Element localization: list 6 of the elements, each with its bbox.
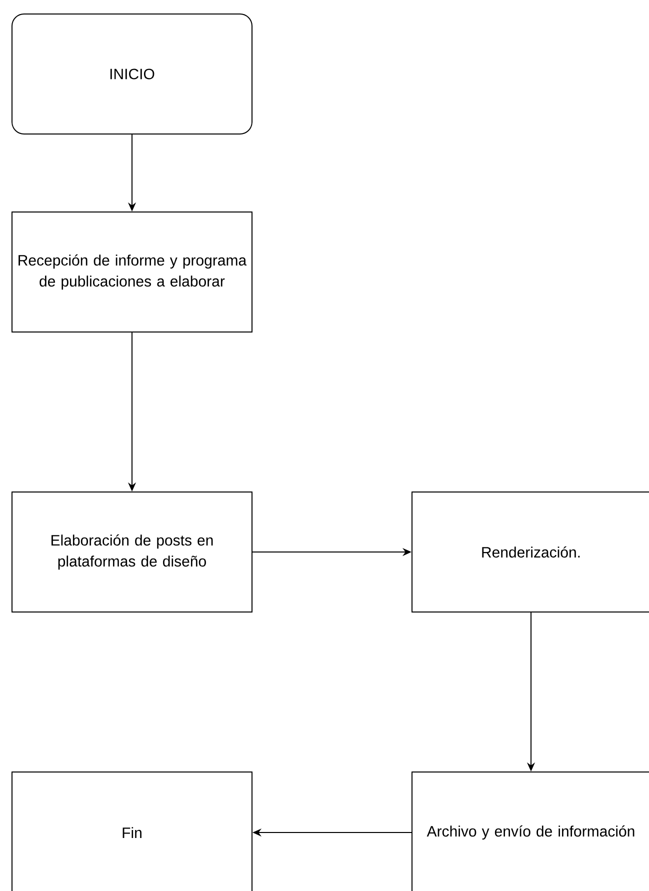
process-box: Renderización. [412, 492, 649, 612]
process-box: Fin [12, 772, 252, 891]
process-box: Archivo y envío de información [412, 772, 649, 891]
process-box: Elaboración de posts en plataformas de diseño [12, 492, 252, 612]
process-box: Recepción de informe y programa de publicaciones a elaborar [12, 212, 252, 332]
start-box: INICIO [12, 14, 252, 134]
